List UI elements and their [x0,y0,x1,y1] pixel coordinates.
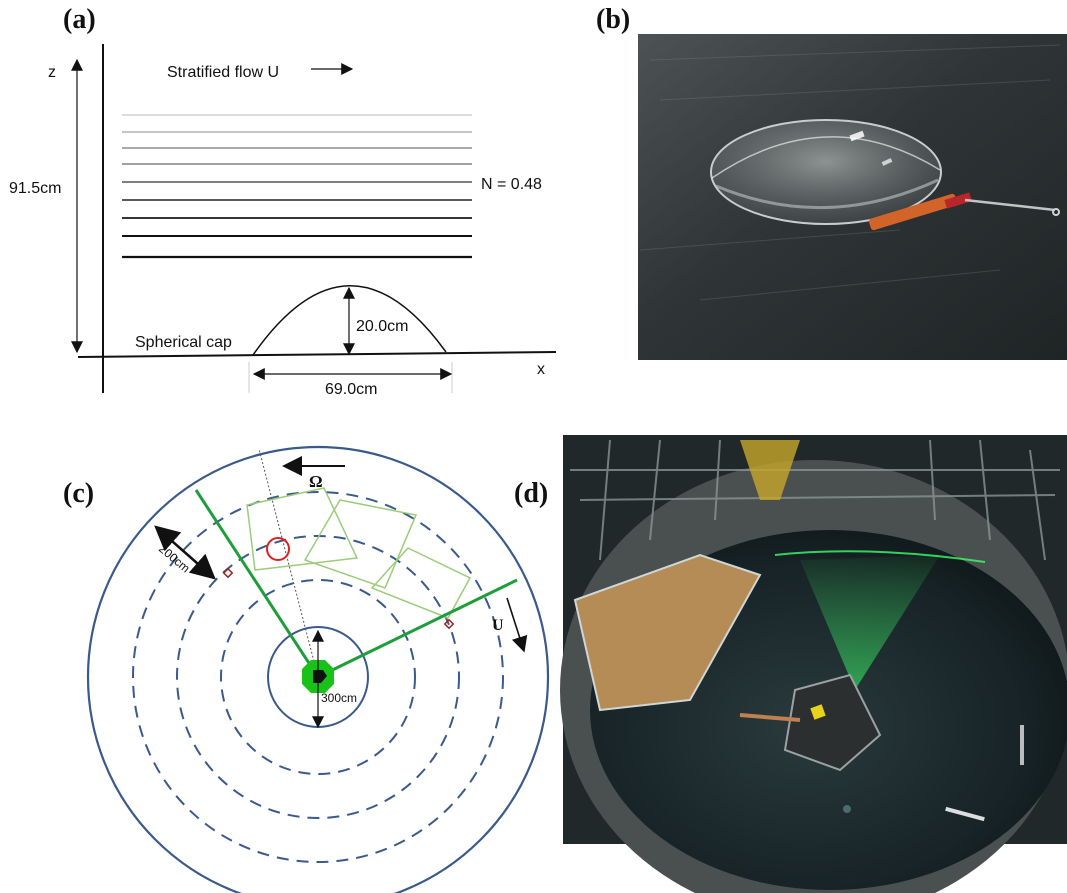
platform-photo [575,555,760,710]
x-axis-line [77,351,557,358]
obstacle-marker-right [443,618,455,630]
spherical-cap [252,285,447,356]
panel-a-schematic: z x 91.5cm Stratified flow U N = 0.48 20… [9,44,557,398]
stratification-lines [122,114,472,259]
dist-200-arrow [154,525,216,580]
panel-d-photo [560,435,1067,893]
panel-a-letter: (a) [63,4,96,35]
flow-label: Stratified flow U [167,64,279,81]
laser-sheet-photo [800,555,940,690]
panel-c-plan-view: 200cm 300cm Ω U [86,445,550,893]
camera-carriage-photo [739,673,882,772]
camera-fields-of-view [246,487,472,619]
cap-height-label: 20.0cm [356,318,408,335]
camera-axis-line [258,448,319,678]
panel-d-letter: (d) [514,478,549,509]
cap-label: Spherical cap [135,334,232,351]
dist-300-label: 300cm [321,691,357,705]
arm-left [194,489,320,678]
z-axis-label: z [48,64,56,81]
cap-width-label: 69.0cm [325,381,377,398]
height-label: 91.5cm [9,180,61,197]
obstacle-marker-left [222,567,234,579]
n-label: N = 0.48 [481,176,542,193]
arm-right [317,578,518,679]
x-axis-label: x [537,361,545,378]
dashed-circle-2 [176,535,460,819]
dashed-circle-3 [220,579,416,775]
u-label: U [492,617,504,634]
panel-c-letter: (c) [63,478,95,509]
tank-outer-circle [86,445,550,893]
panel-b-photo [638,34,1067,360]
omega-label: Ω [309,472,323,491]
measurement-location-marker [266,537,290,561]
panel-b-letter: (b) [596,4,631,35]
u-arrow [506,597,528,653]
dashed-circle-1 [132,491,504,863]
sealant-tube-photo [868,192,1060,231]
